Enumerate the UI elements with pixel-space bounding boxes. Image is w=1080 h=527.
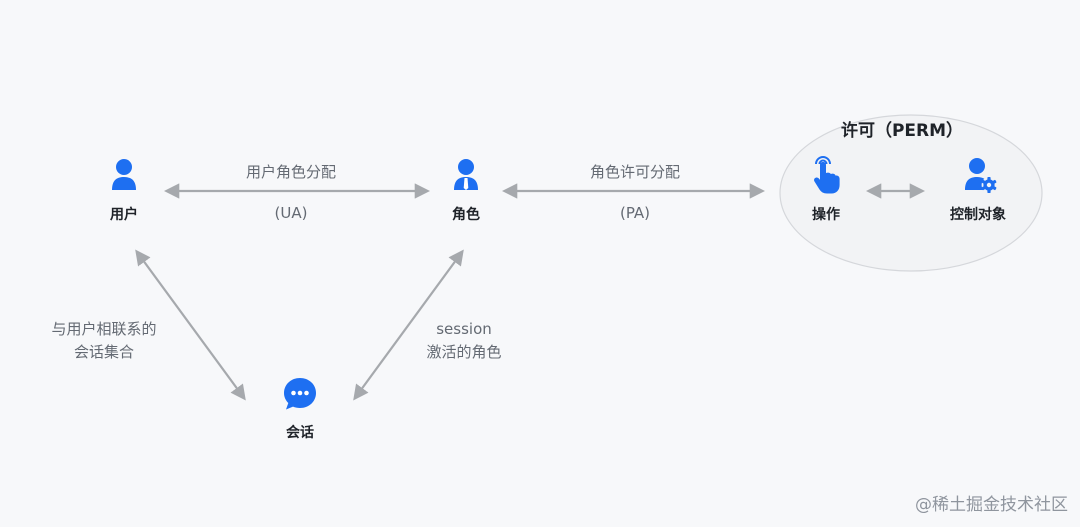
edge-user-role-label: 用户角色分配 — [245, 163, 337, 181]
edge-role-perm-sub: (PA) — [619, 204, 651, 222]
arrow-user-session — [135, 249, 246, 401]
edge-session-role-label: session 激活的角色 — [426, 318, 501, 364]
node-user-label: 用户 — [110, 207, 138, 223]
edge-user-role-sub: (UA) — [274, 204, 308, 222]
node-object-label: 控制对象 — [950, 207, 1006, 223]
edge-session-role-line1: session — [436, 320, 492, 338]
chat-bubble-icon — [284, 378, 316, 410]
watermark: @稀土掘金技术社区 — [915, 495, 1068, 515]
node-role-label: 角色 — [452, 207, 480, 223]
node-operation-label: 操作 — [812, 207, 840, 223]
arrow-session-role — [353, 249, 464, 401]
edge-session-role-line2: 激活的角色 — [426, 343, 502, 361]
user-gear-icon — [965, 158, 997, 193]
permission-title: 许可（PERM） — [840, 121, 964, 141]
role-user-tie-icon — [454, 159, 478, 190]
edge-user-session-label: 与用户相联系的 会话集合 — [51, 318, 156, 364]
user-icon — [112, 159, 136, 190]
tap-hand-icon — [814, 156, 840, 194]
edge-role-perm-label: 角色许可分配 — [589, 163, 681, 181]
edge-user-session-line1: 与用户相联系的 — [51, 320, 157, 338]
edge-user-session-line2: 会话集合 — [73, 343, 135, 361]
node-session-label: 会话 — [286, 425, 314, 441]
